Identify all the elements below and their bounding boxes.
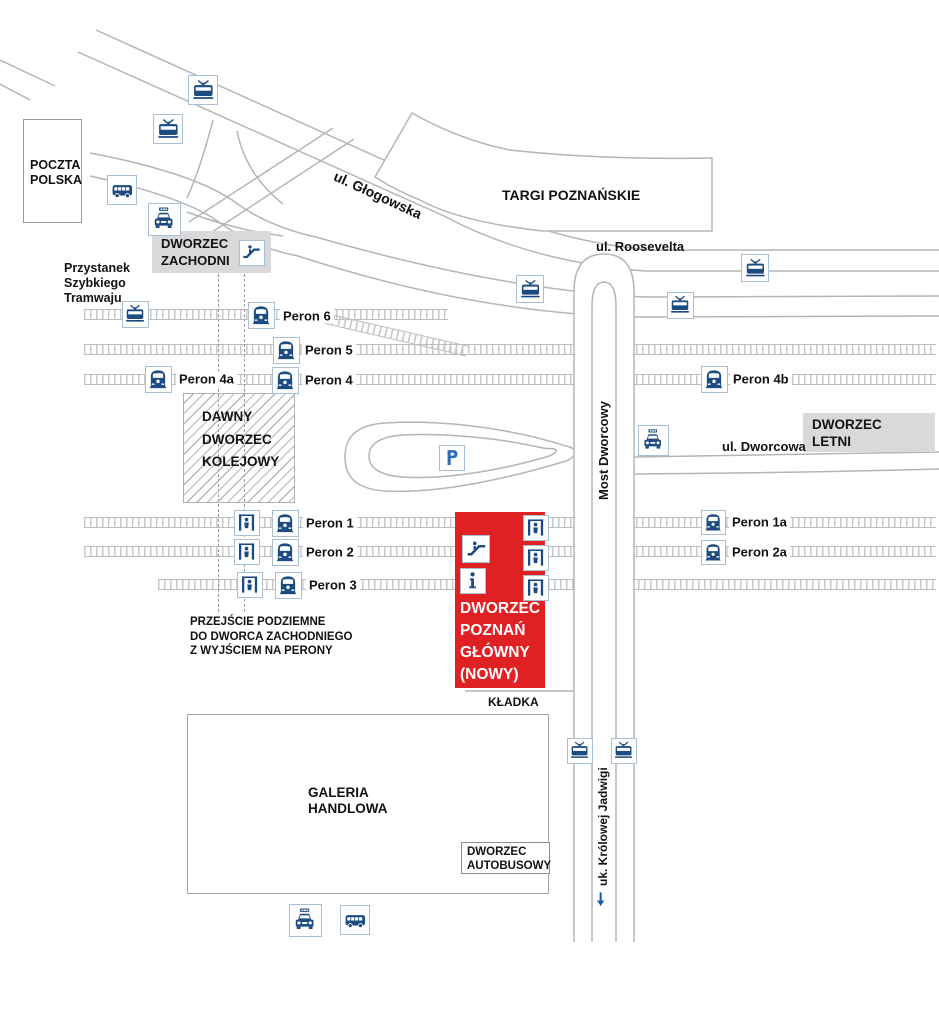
train-icon (272, 336, 300, 364)
dworzec-zachodni-label: DWORZEC ZACHODNI (161, 236, 230, 268)
przystanek-tramwaju-label: Przystanek Szybkiego Tramwaju (64, 261, 131, 305)
street-dworcowa-label: ul. Dworcowa (722, 439, 806, 454)
tram-icon (516, 275, 544, 303)
taxi-icon (147, 202, 181, 236)
elevator-icon (234, 539, 260, 565)
parking-loop-inner (368, 433, 557, 479)
przejscie-podziemne-label: PRZEJŚCIE PODZIEMNE DO DWORCA ZACHODNIEG… (190, 616, 353, 657)
parking-icon (439, 445, 465, 471)
train-icon (271, 538, 299, 566)
railway-track-peron-5 (84, 344, 936, 355)
elevator-icon (234, 510, 260, 536)
elevator-icon (523, 515, 549, 541)
kladka-label: KŁADKA (488, 695, 539, 709)
escalator-icon (239, 240, 265, 266)
galeria-handlowa-label: GALERIA HANDLOWA (308, 785, 388, 816)
taxi-icon (288, 903, 322, 937)
tram-icon (188, 75, 218, 105)
junction-island (186, 211, 284, 237)
tram-icon (741, 254, 769, 282)
poczta-polska-label: POCZTA POLSKA (30, 158, 83, 187)
dworzec-letni-label: DWORZEC LETNI (812, 417, 882, 449)
tram-icon (153, 114, 183, 144)
dworzec-autobusowy-label: DWORZEC AUTOBUSOWY (467, 846, 552, 872)
escalator-icon (462, 535, 490, 563)
railway-track-peron-4 (84, 374, 936, 385)
platform-label: Peron 2a (729, 544, 790, 560)
building-dworzec-autobusowy: DWORZEC AUTOBUSOWY (461, 842, 552, 874)
targi-poznanskie-label: TARGI POZNAŃSKIE (502, 187, 641, 203)
road-crossing (211, 138, 355, 233)
train-icon (700, 539, 726, 565)
train-icon (271, 366, 299, 394)
tram-icon (567, 738, 593, 764)
taxi-icon (637, 424, 669, 456)
platform-label: Peron 4a (176, 371, 237, 387)
train-icon (700, 365, 728, 393)
street-krolowej-jadwigi-label: uk. Królowej Jadwigi (596, 767, 610, 886)
road-dworcowa (633, 451, 939, 458)
platform-label: Peron 1 (303, 515, 357, 531)
road-poczta-loop (89, 152, 317, 238)
platform-label: Peron 1a (729, 514, 790, 530)
platform-label: Peron 3 (306, 577, 360, 593)
road-dworcowa (633, 468, 939, 475)
train-icon (271, 509, 299, 537)
elevator-icon (523, 575, 549, 601)
elevator-icon (237, 572, 263, 598)
road-crossing (188, 127, 334, 223)
platform-label: Peron 2 (303, 544, 357, 560)
tram-icon (121, 300, 149, 328)
junction-island (236, 130, 284, 205)
train-icon (274, 571, 302, 599)
bus-icon (107, 175, 137, 205)
platform-label: Peron 4b (730, 371, 792, 387)
platform-label: Peron 6 (280, 308, 334, 324)
platform-label: Peron 5 (302, 342, 356, 358)
arrow-down-icon (590, 889, 612, 911)
train-icon (700, 509, 726, 535)
tram-icon (666, 291, 694, 319)
elevator-icon (523, 545, 549, 571)
bus-icon (340, 905, 370, 935)
tram-icon (611, 738, 637, 764)
street-most-dworcowy-label: Most Dworcowy (596, 401, 611, 500)
road-edge-stub (0, 83, 31, 101)
building-dawny-dworzec: DAWNY DWORZEC KOLEJOWY (183, 393, 295, 503)
building-dworzec-letni: DWORZEC LETNI (803, 413, 935, 452)
building-poczta-polska: POCZTA POLSKA (23, 119, 82, 223)
info-icon (460, 568, 486, 594)
dworzec-glowny-label: DWORZEC POZNAŃ GŁÓWNY (NOWY) (460, 600, 541, 683)
dawny-dworzec-label: DAWNY DWORZEC KOLEJOWY (202, 409, 280, 469)
train-icon (247, 301, 275, 329)
road-edge-stub (0, 59, 56, 87)
junction-island (186, 119, 214, 199)
street-roosevelta-label: ul. Roosevelta (596, 239, 685, 254)
building-targi-outline (373, 111, 713, 232)
train-icon (144, 365, 172, 393)
platform-label: Peron 4 (302, 372, 356, 388)
